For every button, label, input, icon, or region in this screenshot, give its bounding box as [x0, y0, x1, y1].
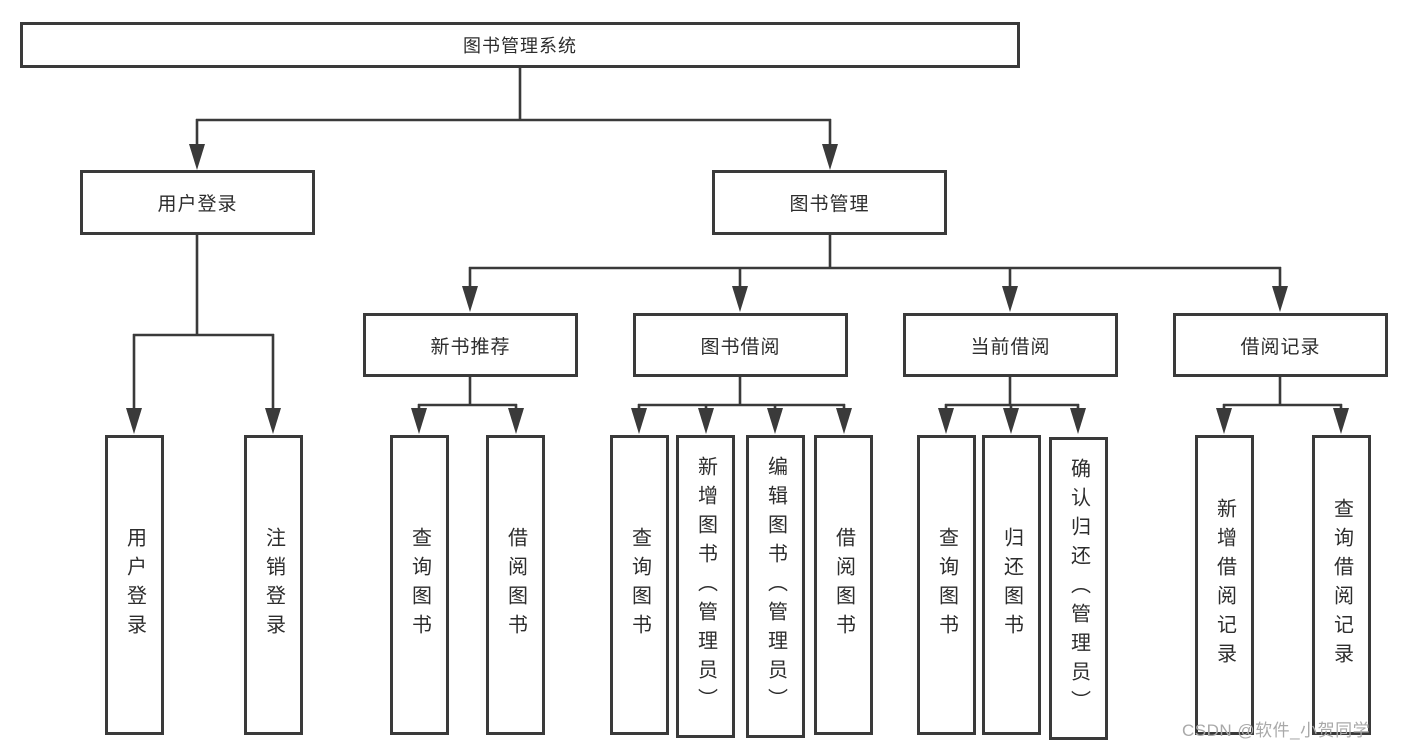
connector-user-login-to-leaves	[126, 233, 281, 434]
leaf-borrow-books-b-label: 借阅图书	[832, 527, 855, 643]
leaf-return-books: 归还图书	[982, 435, 1041, 735]
connector-root-to-level2	[189, 66, 838, 170]
node-current-borrowing-label: 当前借阅	[970, 336, 1051, 358]
connector-book-management-to-level3	[462, 233, 1288, 312]
node-book-borrowing: 图书借阅	[633, 313, 848, 377]
connector-current-borrowing-to-leaves	[938, 375, 1086, 434]
leaf-logout: 注销登录	[244, 435, 303, 735]
leaf-query-books-b: 查询图书	[610, 435, 669, 735]
node-user-login: 用户登录	[80, 170, 315, 235]
leaf-edit-books-admin: 编辑图书（管理员）	[746, 435, 805, 738]
leaf-confirm-return-admin-label: 确认归还（管理员）	[1067, 458, 1090, 719]
leaf-query-books-b-label: 查询图书	[628, 527, 651, 643]
connector-borrowing-records-to-leaves	[1216, 375, 1349, 434]
leaf-user-login: 用户登录	[105, 435, 164, 735]
node-new-book-recommend-label: 新书推荐	[430, 336, 511, 358]
leaf-query-books-a: 查询图书	[390, 435, 449, 735]
leaf-query-borrow-record: 查询借阅记录	[1312, 435, 1371, 735]
connector-new-book-recommend-to-leaves	[411, 375, 524, 434]
leaf-edit-books-admin-label: 编辑图书（管理员）	[764, 456, 787, 717]
leaf-return-books-label: 归还图书	[1000, 527, 1023, 643]
leaf-user-login-label: 用户登录	[123, 527, 146, 643]
leaf-borrow-books-b: 借阅图书	[814, 435, 873, 735]
node-user-login-label: 用户登录	[157, 194, 238, 215]
leaf-add-books-admin-label: 新增图书（管理员）	[694, 456, 717, 717]
connector-book-borrowing-to-leaves	[631, 375, 852, 434]
node-book-management-label: 图书管理	[789, 194, 870, 215]
node-root: 图书管理系统	[20, 22, 1020, 68]
leaf-borrow-books-a-label: 借阅图书	[504, 527, 527, 643]
leaf-query-books-c-label: 查询图书	[935, 527, 958, 643]
node-current-borrowing: 当前借阅	[903, 313, 1118, 377]
leaf-query-books-a-label: 查询图书	[408, 527, 431, 643]
watermark: CSDN @软件_小贺同学	[1182, 721, 1371, 740]
leaf-logout-label: 注销登录	[262, 527, 285, 643]
leaf-add-borrow-record: 新增借阅记录	[1195, 435, 1254, 735]
leaf-add-books-admin: 新增图书（管理员）	[676, 435, 735, 738]
leaf-query-books-c: 查询图书	[917, 435, 976, 735]
leaf-add-borrow-record-label: 新增借阅记录	[1213, 498, 1236, 672]
node-new-book-recommend: 新书推荐	[363, 313, 578, 377]
leaf-query-borrow-record-label: 查询借阅记录	[1330, 498, 1353, 672]
leaf-borrow-books-a: 借阅图书	[486, 435, 545, 735]
leaf-confirm-return-admin: 确认归还（管理员）	[1049, 437, 1108, 740]
node-borrowing-records-label: 借阅记录	[1240, 336, 1321, 358]
node-book-management: 图书管理	[712, 170, 947, 235]
node-root-label: 图书管理系统	[463, 36, 577, 56]
node-borrowing-records: 借阅记录	[1173, 313, 1388, 377]
node-book-borrowing-label: 图书借阅	[700, 336, 781, 358]
